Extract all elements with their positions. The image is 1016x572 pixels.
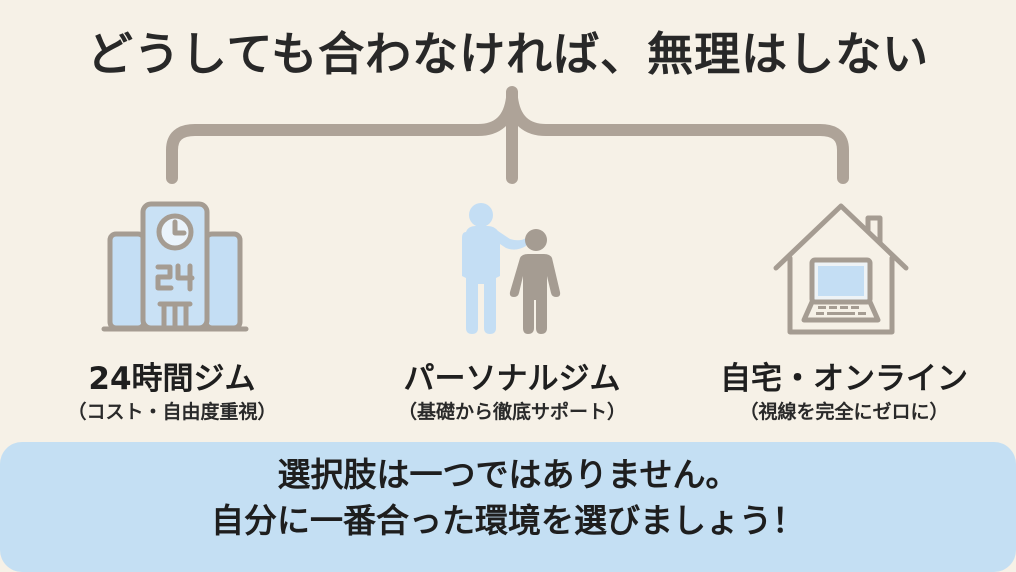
option-personal-gym: パーソナルジム （基礎から徹底サポート）	[352, 360, 672, 426]
home-laptop-icon	[773, 203, 909, 335]
option-home-online: 自宅・オンライン （視線を完全にゼロに）	[684, 360, 1004, 426]
banner-line-2: 自分に一番合った環境を選びましょう！	[211, 501, 805, 540]
conclusion-banner: 選択肢は一つではありません。 自分に一番合った環境を選びましょう！	[0, 442, 1016, 572]
personal-trainer-icon	[462, 203, 561, 334]
option-24h-gym: 24時間ジム （コスト・自由度重視）	[12, 360, 332, 426]
option-name: 自宅・オンライン	[720, 361, 968, 397]
building-24h-icon	[101, 201, 249, 332]
option-name: パーソナルジム	[403, 361, 621, 397]
bracket-connector	[166, 86, 849, 184]
option-subtitle: （基礎から徹底サポート）	[397, 401, 626, 423]
option-subtitle: （視線を完全にゼロに）	[739, 401, 949, 423]
banner-line-1: 選択肢は一つではありません。	[277, 455, 739, 494]
option-name: 24時間ジム	[88, 361, 256, 397]
page-title: どうしても合わなければ、無理はしない	[86, 27, 930, 81]
option-subtitle: （コスト・自由度重視）	[67, 401, 277, 423]
